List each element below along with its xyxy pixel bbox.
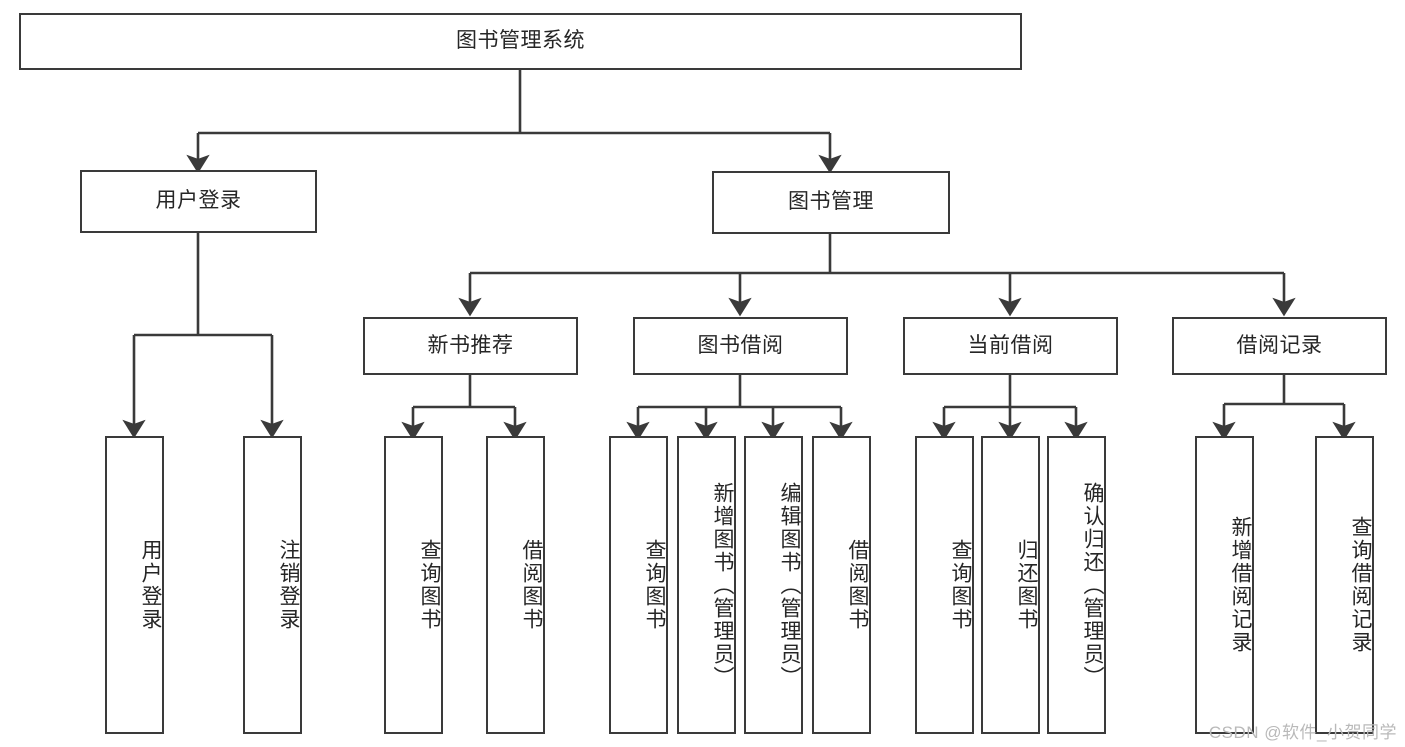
leaf-current-confirm-return-admin[interactable]: 确认归还（管理员） <box>1047 436 1106 734</box>
node-borrow-record[interactable]: 借阅记录 <box>1172 317 1387 375</box>
leaf-user-login-logout[interactable]: 注销登录 <box>243 436 302 734</box>
node-label: 新增借阅记录 <box>1229 516 1252 654</box>
node-label: 新增图书（管理员） <box>711 481 734 689</box>
node-book-management[interactable]: 图书管理 <box>712 171 950 234</box>
leaf-current-query-book[interactable]: 查询图书 <box>915 436 974 734</box>
leaf-borrow-borrow-book[interactable]: 借阅图书 <box>812 436 871 734</box>
leaf-record-add-record[interactable]: 新增借阅记录 <box>1195 436 1254 734</box>
leaf-borrow-query-book[interactable]: 查询图书 <box>609 436 668 734</box>
node-label: 用户登录 <box>139 539 162 631</box>
node-book-borrow[interactable]: 图书借阅 <box>633 317 848 375</box>
leaf-record-query-record[interactable]: 查询借阅记录 <box>1315 436 1374 734</box>
leaf-borrow-edit-book-admin[interactable]: 编辑图书（管理员） <box>744 436 803 734</box>
leaf-recommend-borrow-book[interactable]: 借阅图书 <box>486 436 545 734</box>
node-label: 确认归还（管理员） <box>1081 481 1104 689</box>
node-new-book-recommend[interactable]: 新书推荐 <box>363 317 578 375</box>
node-label: 编辑图书（管理员） <box>778 481 801 689</box>
node-label: 图书管理 <box>788 190 874 214</box>
csdn-watermark: CSDN @软件_小贺同学 <box>1208 723 1397 742</box>
node-label: 用户登录 <box>155 189 242 213</box>
leaf-current-return-book[interactable]: 归还图书 <box>981 436 1040 734</box>
node-current-borrow[interactable]: 当前借阅 <box>903 317 1118 375</box>
node-label: 归还图书 <box>1015 539 1038 631</box>
leaf-recommend-query-book[interactable]: 查询图书 <box>384 436 443 734</box>
node-label: 查询图书 <box>418 539 441 631</box>
node-label: 借阅记录 <box>1236 333 1323 357</box>
node-label: 新书推荐 <box>427 333 514 357</box>
node-label: 查询图书 <box>643 539 666 631</box>
node-label: 借阅图书 <box>520 539 543 631</box>
node-user-login[interactable]: 用户登录 <box>80 170 317 233</box>
node-label: 注销登录 <box>277 539 300 631</box>
node-label: 图书管理系统 <box>456 29 585 53</box>
node-root-system[interactable]: 图书管理系统 <box>19 13 1022 70</box>
leaf-user-login-login[interactable]: 用户登录 <box>105 436 164 734</box>
node-label: 借阅图书 <box>846 539 869 631</box>
node-label: 查询图书 <box>949 539 972 631</box>
leaf-borrow-add-book-admin[interactable]: 新增图书（管理员） <box>677 436 736 734</box>
node-label: 查询借阅记录 <box>1349 516 1372 654</box>
node-label: 图书借阅 <box>697 333 784 357</box>
node-label: 当前借阅 <box>967 333 1054 357</box>
